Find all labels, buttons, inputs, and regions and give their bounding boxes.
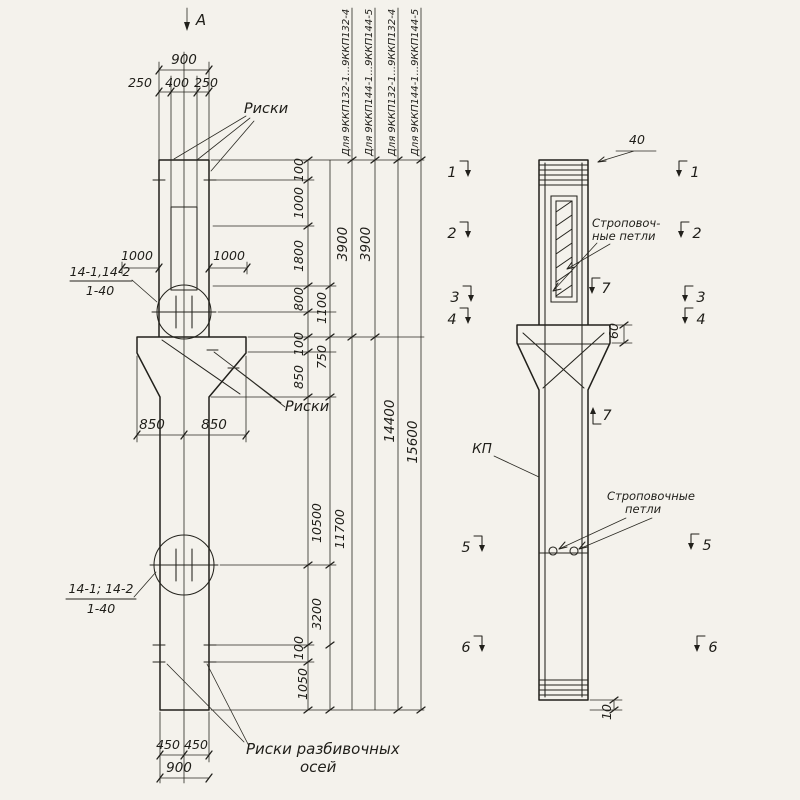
chain-dim-1100: 1100 — [314, 292, 329, 324]
dim-bot-450-left: 450 — [156, 737, 180, 752]
chain-dim-850: 850 — [291, 365, 306, 389]
dim-bot-900: 900 — [166, 760, 192, 776]
chain-dim-750: 750 — [314, 345, 329, 369]
series-header-1: Для 9ККП132-1...9ККП132-4 — [341, 9, 352, 157]
detail1-sheet: 1-40 — [86, 283, 114, 298]
dim-mid-1000-right: 1000 — [213, 248, 245, 263]
right-reinforcement-path — [516, 162, 611, 698]
leader-arrow-barbs — [552, 156, 607, 550]
chain-dim-15600: 15600 — [405, 421, 421, 464]
section-6-left: 6 — [461, 640, 470, 656]
series-header-4: Для 9ККП144-1...9ККП144-5 — [410, 9, 421, 157]
view-direction-label: А — [195, 11, 206, 29]
dim-top-900: 900 — [171, 52, 197, 68]
chain-dim-100c: 100 — [291, 636, 306, 660]
detail2-number: 14-1; 14-2 — [69, 581, 134, 596]
strop-lower-label-line2: петли — [625, 502, 662, 516]
section-2-left: 2 — [447, 226, 456, 242]
detail1-number: 14-1,14-2 — [70, 264, 131, 279]
chain-dim-3200: 3200 — [309, 598, 324, 630]
kp-label: КП — [472, 441, 492, 457]
lifting-loop-left — [548, 546, 558, 556]
detail2-sheet: 1-40 — [87, 601, 115, 616]
riski-mid-label: Риски — [285, 399, 329, 415]
section-1-right: 1 — [690, 165, 699, 181]
section-5-left: 5 — [461, 540, 470, 556]
dim-top-400: 400 — [165, 75, 189, 90]
section-4-left: 4 — [447, 312, 456, 328]
chain-dim-100a: 100 — [291, 158, 306, 182]
chain-dim-1000: 1000 — [291, 187, 306, 219]
section-7-lower: 7 — [602, 408, 612, 424]
dim-60: 60 — [606, 323, 621, 339]
strop-lower-label-line1: Строповочные — [607, 489, 695, 503]
section-4-right: 4 — [696, 312, 705, 328]
right-column-view — [493, 150, 657, 711]
section-2-right: 2 — [692, 226, 701, 242]
dim-corbel-850-left: 850 — [139, 417, 165, 433]
section-1-left: 1 — [447, 165, 456, 181]
chain-dim-3900a: 3900 — [335, 227, 351, 261]
chain-dim-1800: 1800 — [291, 240, 306, 272]
chain-dim-100b: 100 — [291, 332, 306, 356]
section-markers — [184, 22, 706, 652]
left-column-view — [65, 7, 629, 784]
left-extension-and-dimension-lines — [121, 7, 425, 784]
dim-corbel-850-right: 850 — [201, 417, 227, 433]
riski-axes-label-line2: осей — [300, 758, 337, 776]
series-header-3: Для 9ККП132-1...9ККП132-4 — [387, 9, 398, 157]
section-3-right: 3 — [696, 290, 705, 306]
dim-bot-450-right: 450 — [184, 737, 208, 752]
riski-axes-label-line1: Риски разбивочных — [246, 740, 400, 758]
chain-dim-11700: 11700 — [332, 509, 347, 549]
chain-dim-10500: 10500 — [309, 503, 324, 543]
lifting-loop-right — [569, 546, 579, 556]
dim-10: 10 — [599, 704, 614, 720]
series-header-2: Для 9ККП144-1...9ККП144-5 — [364, 9, 375, 157]
dim-top-250-left: 250 — [128, 75, 152, 90]
strop-upper-label-line2: ные петли — [592, 229, 656, 243]
dim-mid-1000-left: 1000 — [121, 248, 153, 263]
dim-top-250-right: 250 — [194, 75, 218, 90]
riski-top-label: Риски — [244, 101, 288, 117]
dim-40: 40 — [629, 132, 645, 147]
chain-dim-14400: 14400 — [382, 400, 398, 443]
chain-dim-800: 800 — [291, 287, 306, 311]
section-5-right: 5 — [702, 538, 711, 554]
section-6-right: 6 — [708, 640, 717, 656]
section-7-upper: 7 — [601, 281, 611, 297]
annotation-text: А Риски 900 250 400 250 1000 1000 14-1,1… — [69, 9, 718, 776]
dimension-tick-slashes — [118, 65, 629, 783]
strop-upper-label-line1: Строповоч- — [592, 216, 660, 230]
chain-dim-3900b: 3900 — [358, 227, 374, 261]
chain-dim-1050: 1050 — [295, 668, 310, 700]
section-marker-lines — [459, 160, 706, 649]
section-3-left: 3 — [450, 290, 459, 306]
